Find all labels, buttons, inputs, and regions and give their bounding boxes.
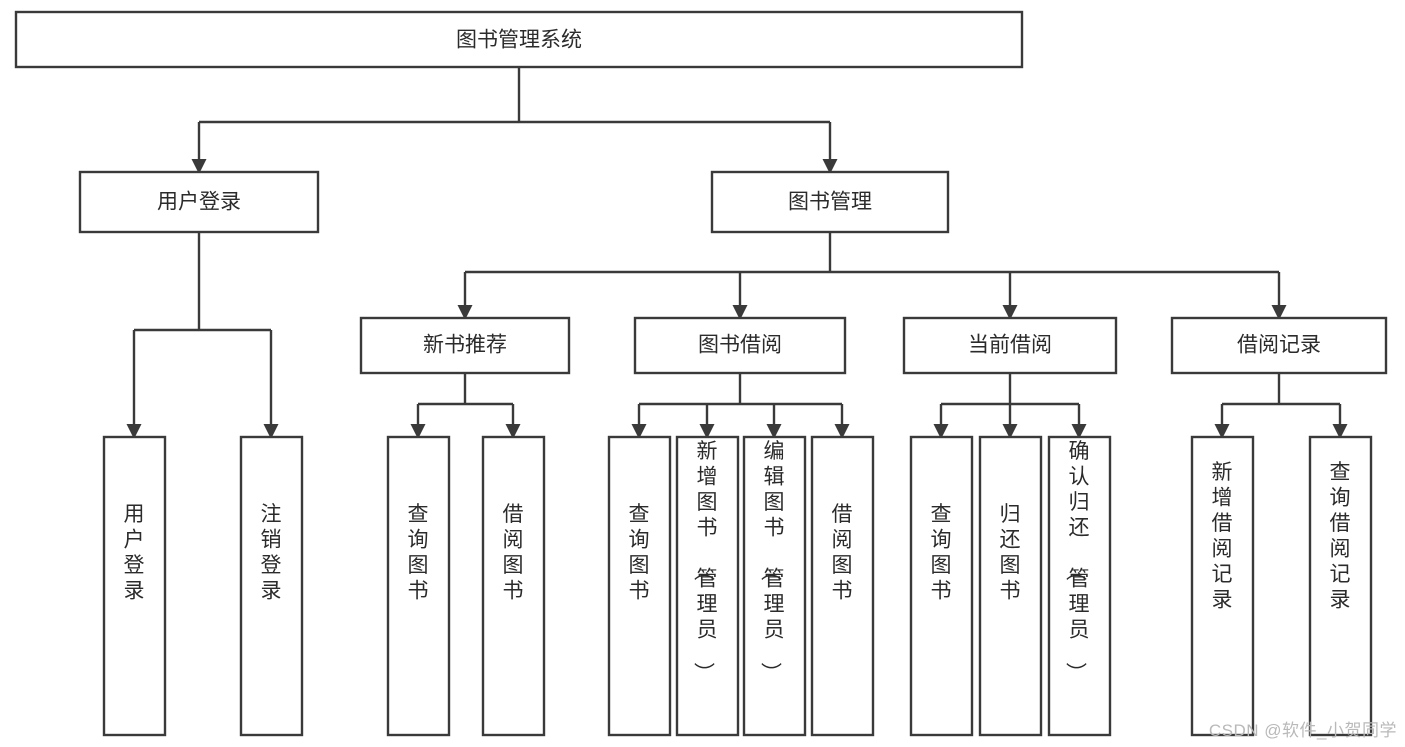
node-leaf-return-book-label: 归还图书 xyxy=(1000,503,1021,603)
node-leaf-query-book-1[interactable]: 查询图书 xyxy=(386,435,451,737)
node-leaf-query-record-box[interactable] xyxy=(1308,435,1373,737)
node-root-box[interactable] xyxy=(14,10,1024,69)
node-borrow-record[interactable]: 借阅记录 xyxy=(1170,316,1388,375)
node-book-management-box[interactable] xyxy=(710,170,950,234)
node-user-login[interactable]: 用户登录 xyxy=(78,170,320,234)
node-new-book-recommend[interactable]: 新书推荐 xyxy=(359,316,571,375)
node-leaf-borrow-book-1-label: 借阅图书 xyxy=(503,503,524,603)
node-new-book-recommend-label: 新书推荐 xyxy=(423,334,507,357)
node-leaf-logout-box[interactable] xyxy=(239,435,304,737)
node-leaf-borrow-book-1-box[interactable] xyxy=(481,435,546,737)
leaf-node-layer: 用户登录 注销登录 查询图书 借阅图书 查询图书 新增图书（管理员） xyxy=(102,435,1373,737)
node-leaf-logout-label: 注销登录 xyxy=(261,503,282,603)
node-book-management-label: 图书管理 xyxy=(788,191,872,214)
node-leaf-query-book-2-box[interactable] xyxy=(607,435,672,737)
node-leaf-edit-book[interactable]: 编辑图书（管理员） xyxy=(742,435,807,737)
node-leaf-add-book[interactable]: 新增图书（管理员） xyxy=(675,435,740,737)
node-leaf-add-record-label: 新增借阅记录 xyxy=(1212,461,1233,612)
node-leaf-query-record-label: 查询借阅记录 xyxy=(1330,461,1351,612)
node-leaf-user-login[interactable]: 用户登录 xyxy=(102,435,167,737)
node-leaf-query-record[interactable]: 查询借阅记录 xyxy=(1308,435,1373,737)
node-leaf-edit-book-box[interactable] xyxy=(742,435,807,737)
node-leaf-query-book-2-label: 查询图书 xyxy=(629,503,650,603)
node-leaf-add-book-box[interactable] xyxy=(675,435,740,737)
node-leaf-user-login-label: 用户登录 xyxy=(124,503,145,603)
node-user-login-box[interactable] xyxy=(78,170,320,234)
node-leaf-query-book-3-box[interactable] xyxy=(909,435,974,737)
node-leaf-query-book-1-label: 查询图书 xyxy=(408,503,429,603)
node-current-borrow[interactable]: 当前借阅 xyxy=(902,316,1118,375)
node-leaf-query-book-2[interactable]: 查询图书 xyxy=(607,435,672,737)
node-book-borrow[interactable]: 图书借阅 xyxy=(633,316,847,375)
node-root[interactable]: 图书管理系统 xyxy=(14,10,1024,69)
node-leaf-borrow-book-1[interactable]: 借阅图书 xyxy=(481,435,546,737)
node-leaf-user-login-box[interactable] xyxy=(102,435,167,737)
node-leaf-borrow-book-2[interactable]: 借阅图书 xyxy=(810,435,875,737)
node-root-label: 图书管理系统 xyxy=(456,29,582,52)
node-current-borrow-box[interactable] xyxy=(902,316,1118,375)
node-borrow-record-label: 借阅记录 xyxy=(1237,334,1321,357)
node-leaf-return-book[interactable]: 归还图书 xyxy=(978,435,1043,737)
node-new-book-recommend-box[interactable] xyxy=(359,316,571,375)
node-leaf-add-book-label: 新增图书（管理员） xyxy=(692,440,718,683)
node-user-login-label: 用户登录 xyxy=(157,191,241,214)
node-leaf-query-book-3-label: 查询图书 xyxy=(931,503,952,603)
node-leaf-logout[interactable]: 注销登录 xyxy=(239,435,304,737)
connector-layer xyxy=(126,67,1348,439)
node-leaf-confirm-return-box[interactable] xyxy=(1047,435,1112,737)
node-leaf-borrow-book-2-label: 借阅图书 xyxy=(832,503,853,603)
node-book-borrow-label: 图书借阅 xyxy=(698,334,782,357)
node-leaf-query-book-1-box[interactable] xyxy=(386,435,451,737)
node-leaf-borrow-book-2-box[interactable] xyxy=(810,435,875,737)
node-leaf-confirm-return[interactable]: 确认归还（管理员） xyxy=(1047,435,1112,737)
node-leaf-add-record-box[interactable] xyxy=(1190,435,1255,737)
node-book-management[interactable]: 图书管理 xyxy=(710,170,950,234)
node-current-borrow-label: 当前借阅 xyxy=(968,334,1052,357)
node-leaf-add-record[interactable]: 新增借阅记录 xyxy=(1190,435,1255,737)
node-borrow-record-box[interactable] xyxy=(1170,316,1388,375)
node-leaf-edit-book-label: 编辑图书（管理员） xyxy=(759,440,785,683)
node-leaf-query-book-3[interactable]: 查询图书 xyxy=(909,435,974,737)
node-leaf-confirm-return-label: 确认归还（管理员） xyxy=(1064,440,1090,683)
node-leaf-return-book-box[interactable] xyxy=(978,435,1043,737)
node-book-borrow-box[interactable] xyxy=(633,316,847,375)
